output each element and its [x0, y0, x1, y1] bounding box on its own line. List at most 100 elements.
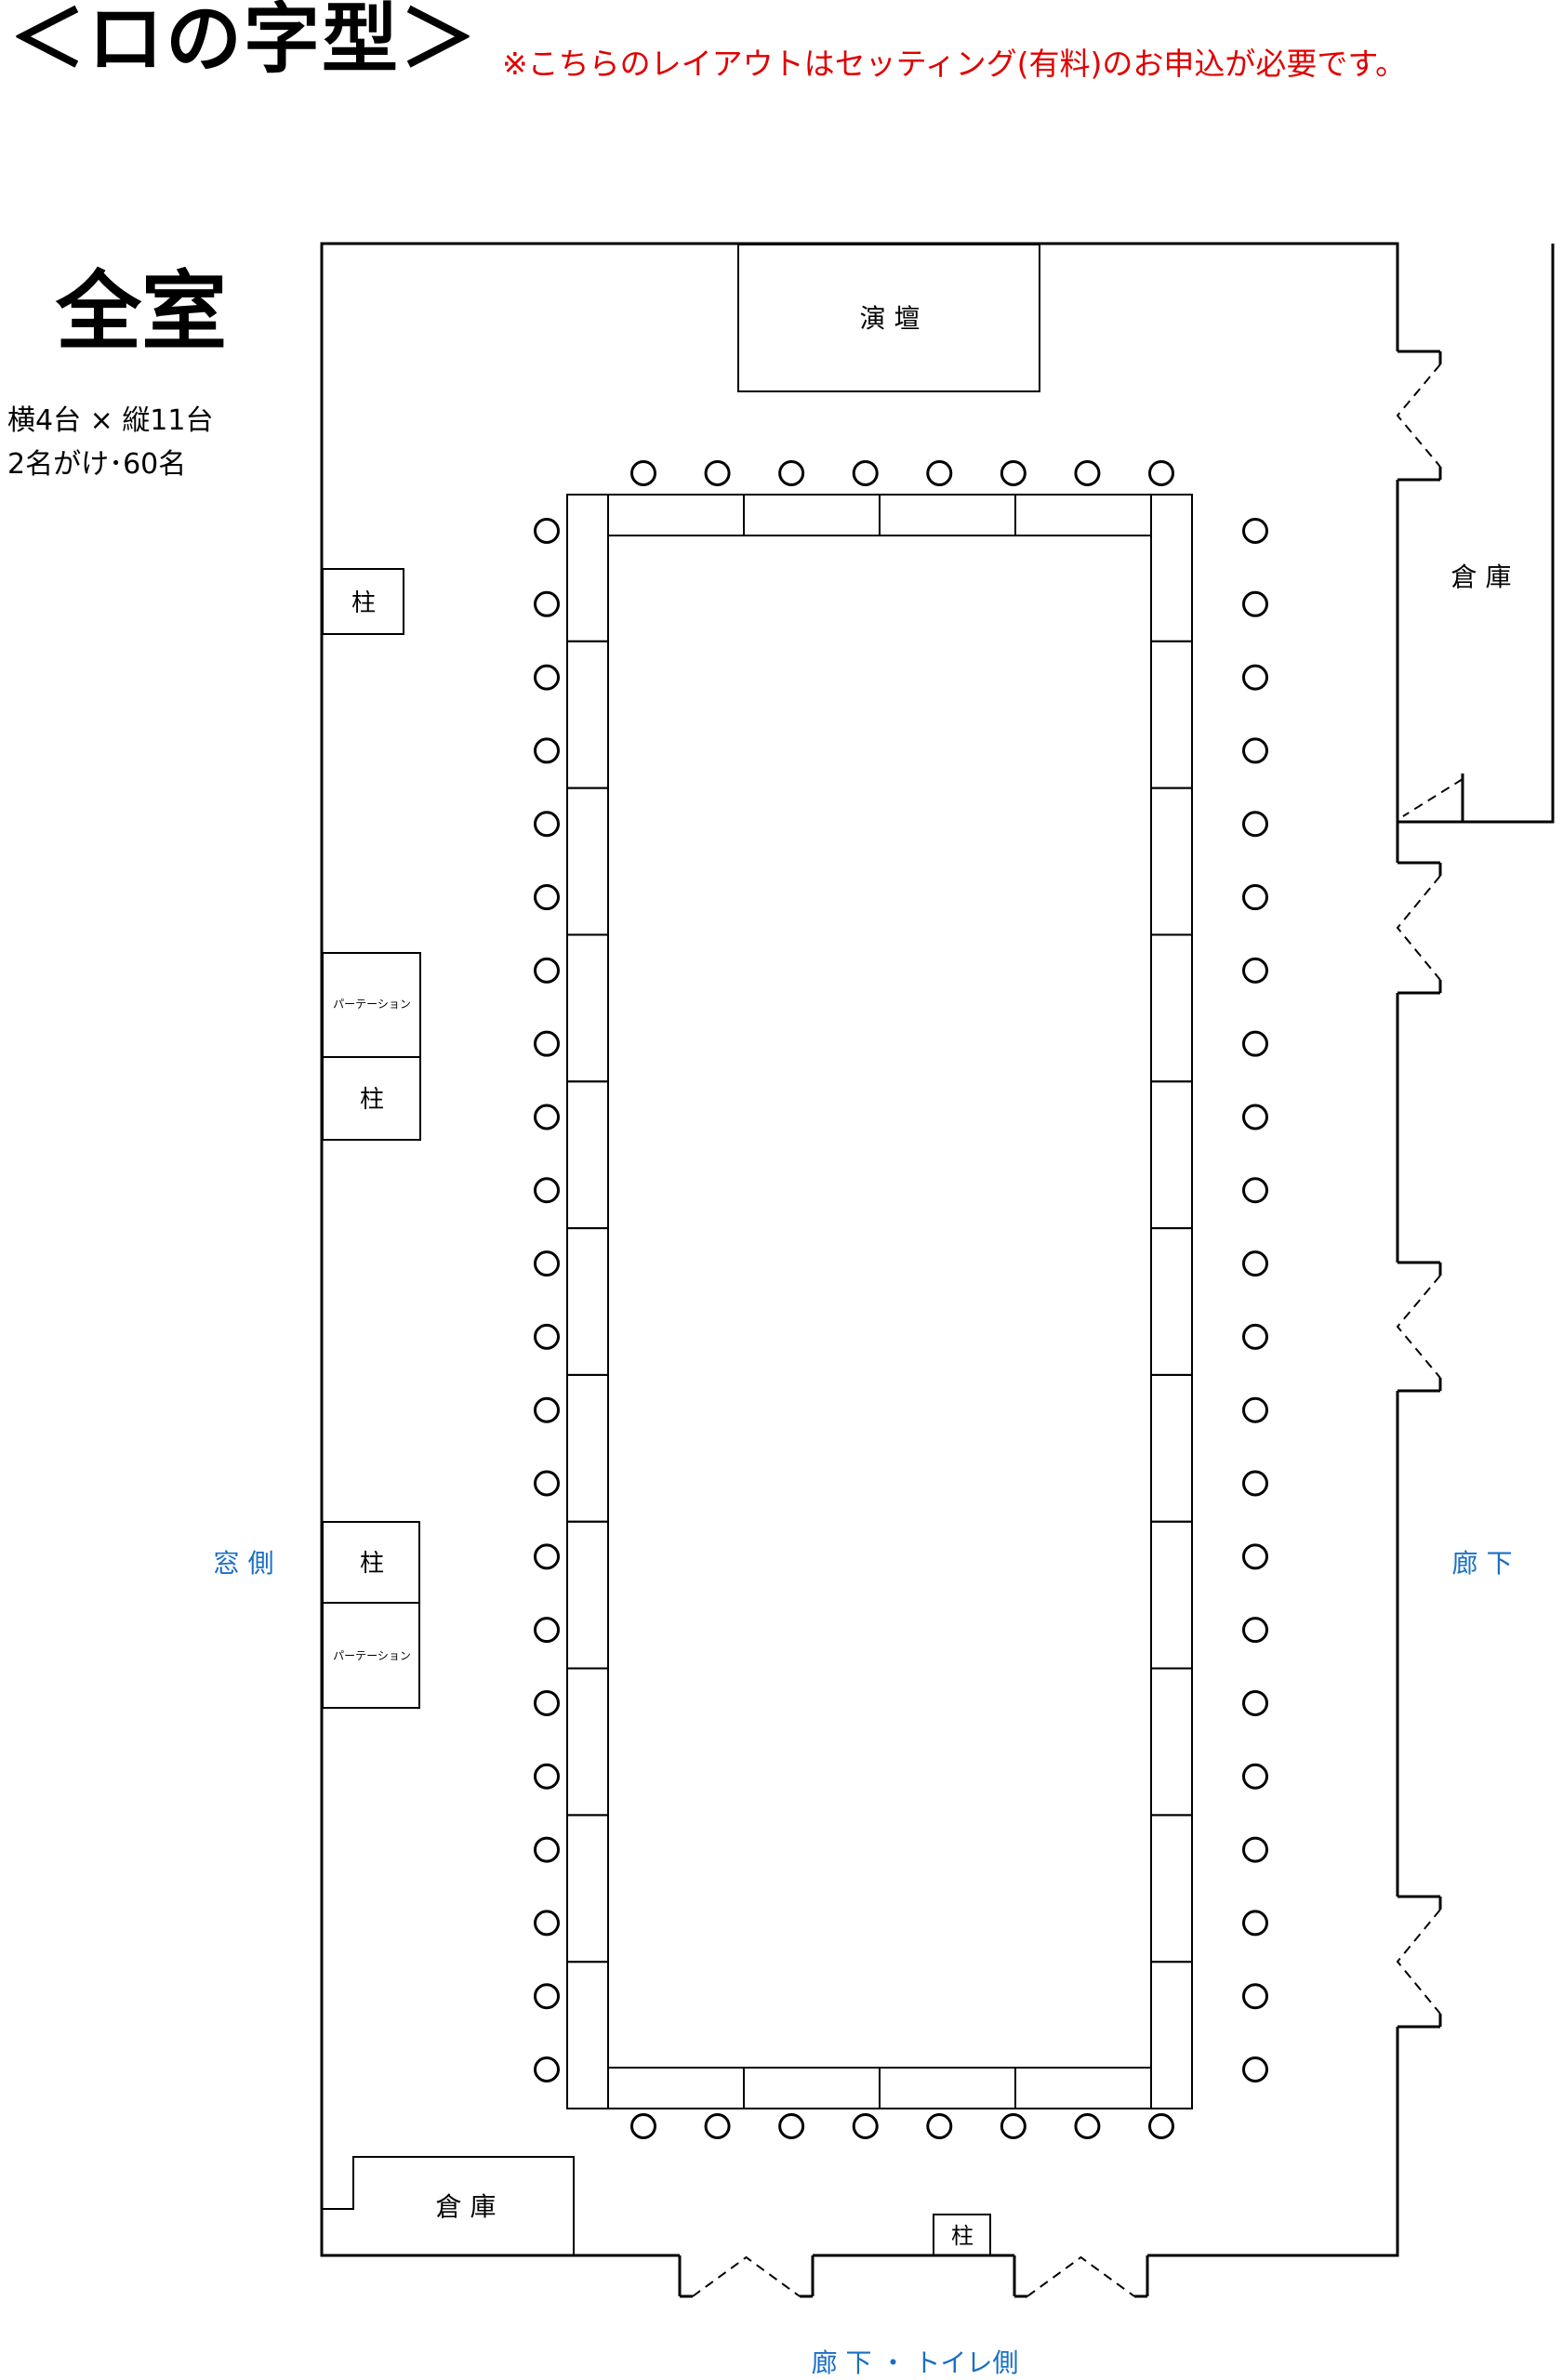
table-right — [1150, 933, 1193, 1083]
chair-bottom — [1000, 2113, 1027, 2139]
storage-right-outline — [1397, 244, 1555, 824]
chair-right — [1242, 1396, 1268, 1423]
pillar-bottom-label: 柱 — [951, 2223, 974, 2249]
chair-right — [1242, 1689, 1268, 1716]
chair-bottom — [630, 2113, 656, 2139]
chair-left — [534, 1763, 560, 1790]
chair-right — [1242, 1763, 1268, 1790]
room-name: 全室 — [56, 262, 228, 362]
chair-right — [1242, 518, 1268, 544]
table-bottom — [607, 2067, 745, 2109]
table-right — [1150, 1961, 1193, 2110]
table-count-info: 横4台 × 縦11台 — [7, 404, 214, 437]
chair-left — [534, 664, 560, 691]
corridor-bottom-label: 廊 下 ・ トイレ側 — [812, 2347, 1019, 2378]
storage-bottom-outline — [323, 2156, 575, 2254]
chair-right — [1242, 1543, 1268, 1570]
chair-right — [1242, 1030, 1268, 1057]
table-right — [1150, 787, 1193, 936]
table-bottom — [1014, 2067, 1152, 2109]
chair-top — [1148, 460, 1174, 486]
chair-bottom — [926, 2113, 953, 2139]
chair-right — [1242, 1177, 1268, 1204]
table-right — [1150, 1227, 1193, 1376]
chair-left — [534, 1177, 560, 1204]
chair-left — [534, 1470, 560, 1497]
table-right — [1150, 1373, 1193, 1523]
partition-left-lower-label: パーテーション — [333, 1649, 411, 1662]
pillar-left-middle-label: 柱 — [360, 1086, 384, 1114]
chair-right — [1242, 590, 1268, 617]
pillar-left-top-label: 柱 — [351, 589, 376, 617]
table-top — [607, 494, 745, 536]
window-side-label: 窓 側 — [214, 1548, 274, 1579]
chair-top — [1074, 460, 1101, 486]
chair-right — [1242, 957, 1268, 984]
chair-right — [1242, 737, 1268, 764]
podium-label: 演 壇 — [860, 303, 921, 334]
table-left — [566, 1227, 609, 1376]
chair-bottom — [1148, 2113, 1174, 2139]
table-bottom — [743, 2067, 881, 2109]
pillar-left-top — [322, 568, 404, 635]
pillar-bottom — [933, 2214, 991, 2256]
chair-top — [852, 460, 879, 486]
chair-left — [534, 2056, 560, 2082]
table-left — [566, 1080, 609, 1230]
partition-left-top-label: パーテーション — [333, 998, 411, 1011]
pillar-left-lower-label: 柱 — [360, 1550, 384, 1578]
chair-left — [534, 1689, 560, 1716]
chair-right — [1242, 811, 1268, 838]
chair-right — [1242, 1250, 1268, 1277]
table-top — [879, 494, 1016, 536]
page-title: ＜ロの字型＞ — [9, 0, 479, 84]
table-right — [1150, 1520, 1193, 1670]
chair-top — [926, 460, 953, 486]
chair-right — [1242, 1617, 1268, 1644]
chair-right — [1242, 664, 1268, 691]
table-left — [566, 1961, 609, 2110]
chair-right — [1242, 1323, 1268, 1350]
chair-top — [778, 460, 805, 486]
table-left — [566, 1667, 609, 1817]
capacity-info: 2名がけ･60名 — [7, 448, 187, 481]
chair-right — [1242, 1104, 1268, 1130]
chair-left — [534, 1396, 560, 1423]
chair-bottom — [852, 2113, 879, 2139]
chair-right — [1242, 1983, 1268, 2010]
table-right — [1150, 494, 1193, 642]
chair-right — [1242, 2056, 1268, 2082]
chair-bottom — [704, 2113, 731, 2139]
table-left — [566, 787, 609, 936]
chair-left — [534, 1323, 560, 1350]
chair-left — [534, 590, 560, 617]
table-left — [566, 1373, 609, 1523]
chair-bottom — [778, 2113, 805, 2139]
chair-left — [534, 1617, 560, 1644]
chair-left — [534, 1250, 560, 1277]
chair-left — [534, 1983, 560, 2010]
table-left — [566, 494, 609, 642]
corridor-right-label: 廊 下 — [1452, 1548, 1513, 1579]
chair-right — [1242, 884, 1268, 911]
chair-top — [704, 460, 731, 486]
setting-notice: ※こちらのレイアウトはセッティング(有料)のお申込が必要です。 — [502, 46, 1407, 82]
chair-left — [534, 1543, 560, 1570]
table-top — [743, 494, 881, 536]
table-left — [566, 933, 609, 1083]
chair-left — [534, 1910, 560, 1937]
chair-right — [1242, 1836, 1268, 1863]
partition-left-lower — [322, 1602, 420, 1709]
podium — [737, 244, 1040, 392]
chair-right — [1242, 1470, 1268, 1497]
table-right — [1150, 1667, 1193, 1817]
storage-right-label: 倉 庫 — [1451, 562, 1512, 592]
chair-left — [534, 1836, 560, 1863]
chair-left — [534, 737, 560, 764]
room-outline — [320, 242, 1399, 2257]
chair-left — [534, 1104, 560, 1130]
table-left — [566, 640, 609, 789]
chair-left — [534, 518, 560, 544]
chair-left — [534, 957, 560, 984]
